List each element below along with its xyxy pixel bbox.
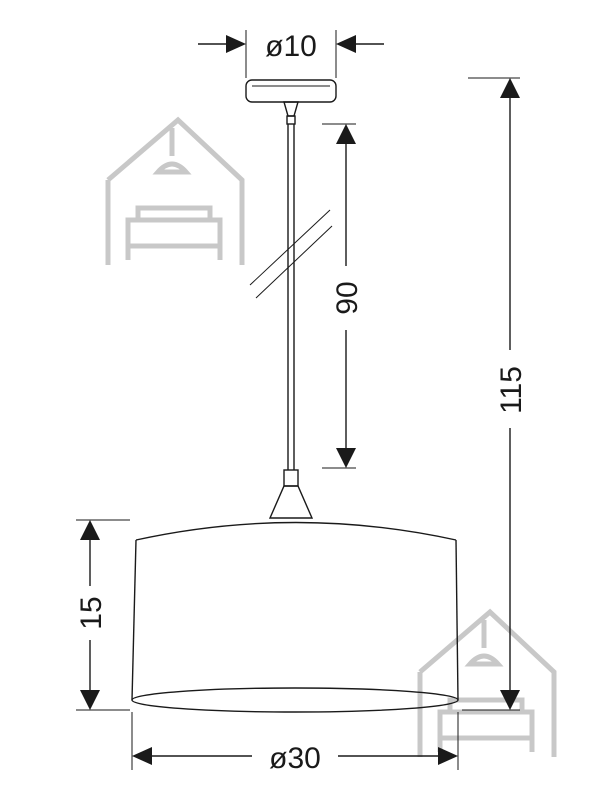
shade-height-dimension: 15 — [75, 519, 130, 711]
arrow-up-icon — [500, 78, 520, 98]
arrow-down-icon — [80, 690, 100, 710]
lamp-shade — [131, 521, 459, 713]
canopy-diameter-dimension: ø10 — [198, 30, 384, 78]
cable-length-dimension: 90 — [322, 123, 364, 469]
arrow-up-icon — [80, 520, 100, 540]
watermark-house-icon-top — [105, 116, 245, 265]
arrow-up-icon — [336, 124, 356, 144]
cable-length-label: 90 — [331, 281, 364, 314]
arrow-down-icon — [500, 690, 520, 710]
ceiling-canopy — [245, 79, 337, 125]
shade-diameter-label: ø30 — [269, 742, 321, 775]
canopy-diameter-label: ø10 — [265, 30, 317, 63]
arrow-left-icon — [132, 747, 152, 765]
cord-holder — [268, 469, 314, 519]
suspension-cable — [249, 124, 333, 470]
watermark-house-icon-bottom — [417, 608, 557, 757]
total-height-label: 115 — [495, 366, 528, 414]
arrow-right-icon — [438, 747, 458, 765]
arrow-left-icon — [336, 35, 356, 53]
arrow-right-icon — [226, 35, 246, 53]
shade-height-label: 15 — [75, 596, 108, 629]
arrow-down-icon — [336, 448, 356, 468]
shade-diameter-dimension: ø30 — [131, 712, 459, 775]
total-height-dimension: 115 — [462, 77, 528, 711]
